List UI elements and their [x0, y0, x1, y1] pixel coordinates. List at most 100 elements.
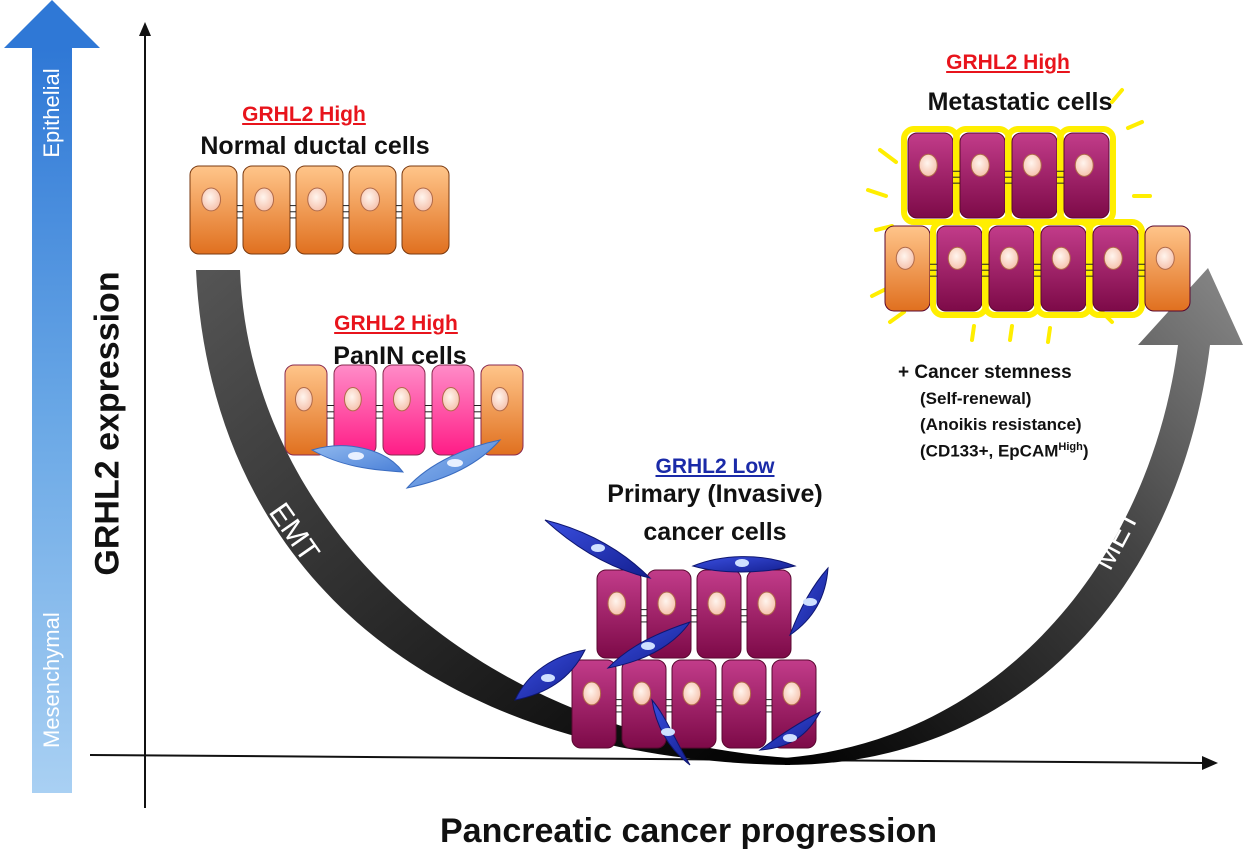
- markers-prefix: (CD133+, EpCAM: [920, 441, 1059, 461]
- panin-cells: [284, 364, 524, 489]
- x-axis-label: Pancreatic cancer progression: [440, 812, 938, 850]
- cell: [333, 364, 377, 456]
- cell-nucleus: [541, 674, 555, 682]
- cell: [621, 659, 667, 749]
- glow-ray: [1126, 120, 1144, 130]
- cell-nucleus: [1022, 153, 1042, 177]
- mesenchymal-cell: [758, 710, 822, 751]
- cell: [189, 165, 238, 255]
- cell-nucleus: [657, 591, 677, 616]
- axes: [89, 22, 1218, 808]
- cell-nucleus: [947, 246, 967, 270]
- cell: [596, 569, 642, 659]
- cell-nucleus: [1051, 246, 1071, 270]
- stemness-item: (Anoikis resistance): [920, 415, 1082, 434]
- cell-glow: [1086, 219, 1145, 318]
- primary-title-line2: cancer cells: [643, 518, 787, 546]
- cell: [1086, 219, 1145, 318]
- normal-level-label: GRHL2 High: [242, 103, 366, 126]
- stemness-markers: (CD133+, EpCAMHigh): [920, 441, 1089, 462]
- cell-nucleus: [607, 591, 627, 616]
- cell: [242, 165, 291, 255]
- cell: [746, 569, 792, 659]
- cell-nucleus: [393, 387, 411, 412]
- cell: [1005, 126, 1064, 225]
- cell-nucleus: [348, 452, 364, 460]
- glow-ray: [1110, 88, 1124, 104]
- glow-ray: [874, 224, 894, 232]
- metastatic-level-label: GRHL2 High: [946, 51, 1070, 74]
- cell: [696, 569, 742, 659]
- cell: [982, 219, 1041, 318]
- cell: [382, 364, 426, 456]
- normal-title: Normal ductal cells: [200, 132, 430, 160]
- epithelial-mesenchymal-arrow: [4, 0, 100, 793]
- met-curve: [785, 268, 1243, 765]
- cell-nucleus: [413, 187, 434, 212]
- cell-nucleus: [757, 591, 777, 616]
- cell-nucleus: [803, 598, 817, 606]
- mesenchymal-label: Mesenchymal: [39, 612, 64, 748]
- glow-ray: [866, 188, 888, 198]
- cell: [480, 364, 524, 456]
- cell-nucleus: [295, 387, 313, 412]
- normal-ductal-cells: [189, 165, 450, 255]
- cell-nucleus: [201, 187, 222, 212]
- cell-nucleus: [641, 642, 655, 650]
- cell: [1144, 225, 1191, 312]
- glow-ray: [970, 324, 976, 342]
- cell: [295, 165, 344, 255]
- cell-nucleus: [682, 681, 702, 706]
- cell-nucleus: [895, 246, 915, 270]
- cell-nucleus: [307, 187, 328, 212]
- cell: [671, 659, 717, 749]
- cell-nucleus: [1155, 246, 1175, 270]
- cell: [431, 364, 475, 456]
- markers-suffix: ): [1082, 441, 1089, 461]
- cell: [284, 364, 328, 456]
- cell-nucleus: [999, 246, 1019, 270]
- cell-nucleus: [491, 387, 509, 412]
- cell: [1034, 219, 1093, 318]
- cell: [571, 659, 617, 749]
- glow-ray: [888, 310, 906, 324]
- primary-title-line1: Primary (Invasive): [607, 480, 823, 508]
- emt-curve: [196, 270, 790, 765]
- cell-nucleus: [632, 681, 652, 706]
- cell-nucleus: [970, 153, 990, 177]
- metastatic-title: Metastatic cells: [927, 88, 1113, 116]
- cell: [953, 126, 1012, 225]
- cell-nucleus: [918, 153, 938, 177]
- cell-nucleus: [344, 387, 362, 412]
- glow-ray: [878, 148, 898, 164]
- metastatic-cells: [866, 88, 1191, 344]
- cell-nucleus: [783, 734, 797, 742]
- cell: [901, 126, 960, 225]
- cell-nucleus: [254, 187, 275, 212]
- panin-level-label: GRHL2 High: [334, 312, 458, 335]
- primary-level-label: GRHL2 Low: [655, 455, 775, 478]
- markers-sup: High: [1058, 441, 1083, 453]
- glow-ray: [1046, 326, 1052, 344]
- cell-nucleus: [447, 459, 463, 467]
- cell-nucleus: [591, 544, 605, 552]
- primary-cancer-cells: [514, 519, 829, 766]
- cell-nucleus: [442, 387, 460, 412]
- cell-nucleus: [782, 681, 802, 706]
- cell: [348, 165, 397, 255]
- cell-nucleus: [1103, 246, 1123, 270]
- cell-nucleus: [735, 559, 749, 567]
- cell: [401, 165, 450, 255]
- cell: [1057, 126, 1116, 225]
- panin-title: PanIN cells: [333, 342, 467, 370]
- cell-nucleus: [732, 681, 752, 706]
- glow-ray: [1008, 324, 1014, 342]
- cell-nucleus: [1074, 153, 1094, 177]
- y-axis-label: GRHL2 expression: [88, 271, 127, 576]
- cell-nucleus: [582, 681, 602, 706]
- cell-nucleus: [707, 591, 727, 616]
- cell: [884, 225, 931, 312]
- stemness-item: (Self-renewal): [920, 389, 1032, 408]
- cell: [721, 659, 767, 749]
